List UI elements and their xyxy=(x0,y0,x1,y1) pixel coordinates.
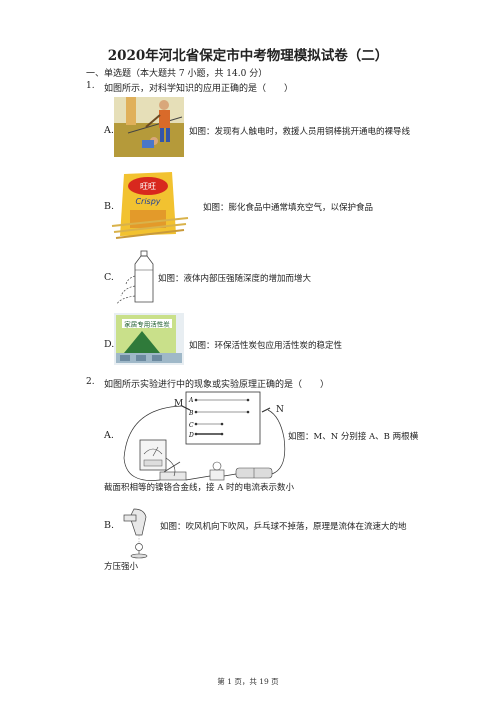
snack-bag-image: 旺旺 Crispy xyxy=(110,170,190,242)
water-bottle-diagram xyxy=(116,250,158,306)
page-title: 2020年河北省保定市中考物理模拟试卷（二） xyxy=(107,48,389,64)
hair-dryer-diagram xyxy=(120,507,160,559)
carbon-pack-image: 家居专用活性炭 xyxy=(114,313,184,365)
q2-option-b-caption: 如图：吹风机向下吹风，乒乓球不掉落，原理是流体在流速大的地 xyxy=(160,522,407,532)
rescue-image xyxy=(114,97,184,157)
circuit-label-m: M xyxy=(174,399,183,409)
q2-option-b-continuation: 方压强小 xyxy=(104,562,139,572)
q2-option-a-continuation: 截面积相等的镍铬合金线，接 A 时的电流表示数小 xyxy=(104,483,295,493)
question-2-text: 如图所示实验进行中的现象或实验原理正确的是（ ） xyxy=(104,380,330,390)
wire-label-d: D xyxy=(188,432,194,439)
q1-option-a-caption: 如图：发现有人触电时，救援人员用铜棒挑开通电的裸导线 xyxy=(189,127,411,137)
q2-option-b-letter[interactable]: B. xyxy=(104,520,115,531)
q1-option-a-letter[interactable]: A. xyxy=(104,125,114,136)
question-2-number: 2. xyxy=(86,377,95,387)
q1-option-d-caption: 如图：环保活性炭包应用活性炭的稳定性 xyxy=(189,341,343,351)
q1-option-b-letter[interactable]: B. xyxy=(104,201,115,212)
circuit-diagram: M N A B C D xyxy=(118,388,288,492)
q2-option-a-letter[interactable]: A. xyxy=(104,430,114,441)
q1-option-d-letter[interactable]: D. xyxy=(104,339,115,350)
wire-label-a: A xyxy=(188,397,194,404)
page-footer: 第 1 页，共 19 页 xyxy=(217,677,279,686)
q1-option-b-caption: 如图：膨化食品中通常填充空气，以保护食品 xyxy=(203,203,374,213)
carbon-pack-label: 家居专用活性炭 xyxy=(124,320,170,329)
wire-label-b: B xyxy=(188,410,194,417)
section-heading: 一、单选题（本大题共 7 小题，共 14.0 分） xyxy=(86,69,268,79)
circuit-label-n: N xyxy=(276,405,284,415)
question-1-number: 1. xyxy=(86,81,95,91)
wire-label-c: C xyxy=(189,422,194,429)
q2-option-a-caption: 如图：M、N 分别接 A、B 两根横 xyxy=(288,432,419,442)
q1-option-c-letter[interactable]: C. xyxy=(104,272,114,283)
q1-option-c-caption: 如图：液体内部压强随深度的增加而增大 xyxy=(158,274,312,284)
question-1-text: 如图所示，对科学知识的应用正确的是（ ） xyxy=(104,84,294,94)
snack-brand-text: 旺旺 xyxy=(140,182,156,191)
snack-name-text: Crispy xyxy=(135,197,160,206)
